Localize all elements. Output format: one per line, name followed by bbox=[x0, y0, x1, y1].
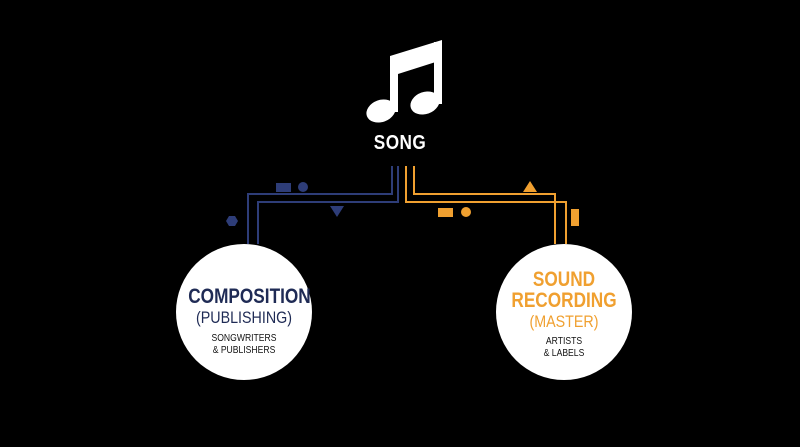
sound-recording-detail-line: & LABELS bbox=[543, 348, 585, 359]
sound-recording-title-line: RECORDING bbox=[511, 289, 617, 312]
hexagon-icon bbox=[226, 216, 238, 226]
composition-details: SONGWRITERS & PUBLISHERS bbox=[176, 333, 312, 357]
composition-title: COMPOSITION bbox=[188, 285, 311, 308]
composition-subtitle: (PUBLISHING) bbox=[195, 308, 292, 327]
composition-inner-line bbox=[247, 166, 393, 244]
rectangle-icon bbox=[438, 208, 453, 217]
triangle-up-icon bbox=[523, 181, 537, 192]
sound-recording-title-line: SOUND bbox=[532, 268, 596, 291]
recording-outer-line bbox=[405, 166, 567, 244]
circle-icon bbox=[298, 182, 308, 192]
composition-detail-line: & PUBLISHERS bbox=[212, 345, 276, 356]
composition-detail-line: SONGWRITERS bbox=[211, 333, 277, 344]
recording-connector bbox=[405, 166, 567, 244]
music-note-icon bbox=[366, 40, 442, 123]
composition-connector bbox=[247, 166, 399, 244]
composition-outer-line bbox=[257, 166, 399, 244]
sound-recording-details: ARTISTS & LABELS bbox=[496, 336, 632, 360]
sound-recording-subtitle: (MASTER) bbox=[529, 312, 599, 331]
song-label: SONG bbox=[373, 132, 427, 154]
bar-icon bbox=[571, 209, 579, 226]
sound-recording-circle: SOUND RECORDING (MASTER) ARTISTS & LABEL… bbox=[496, 244, 632, 380]
circle-icon bbox=[461, 207, 471, 217]
composition-circle: COMPOSITION (PUBLISHING) SONGWRITERS & P… bbox=[176, 244, 312, 380]
sound-recording-detail-line: ARTISTS bbox=[545, 336, 583, 347]
rectangle-icon bbox=[276, 183, 291, 192]
recording-inner-line bbox=[413, 166, 556, 244]
triangle-down-icon bbox=[330, 206, 344, 217]
